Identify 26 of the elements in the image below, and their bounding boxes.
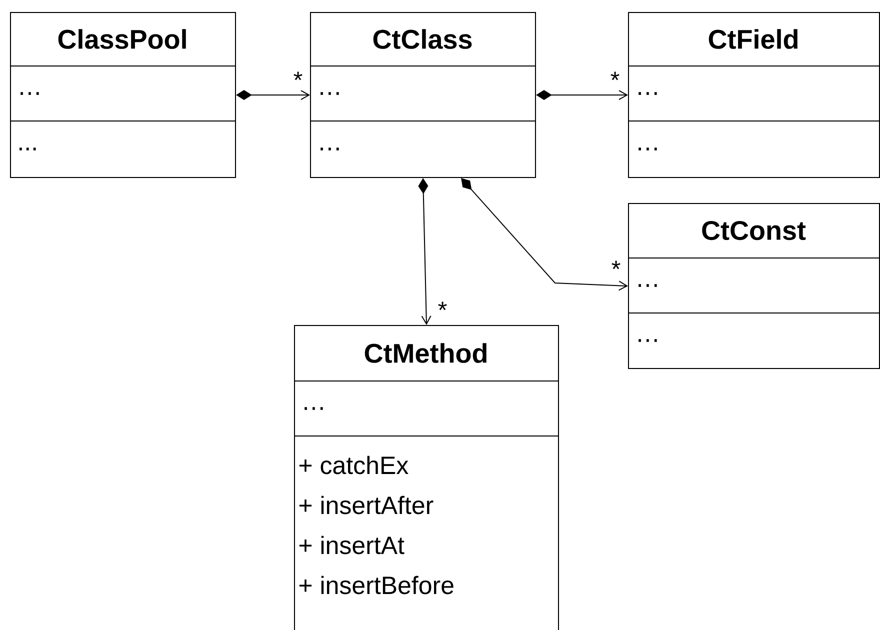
member-text: …: [320, 92, 339, 95]
multiplicity-label: *: [436, 300, 448, 320]
method-name: + catchEx: [299, 456, 408, 474]
member-text: …: [638, 339, 657, 342]
member-text: …: [304, 407, 323, 410]
composition-arrow: [536, 90, 628, 100]
class-name: CtClass: [373, 29, 472, 49]
multiplicity-label: *: [610, 260, 622, 278]
class-name: CtField: [708, 29, 798, 49]
multiplicity-label: *: [292, 70, 304, 90]
multiplicity-label: *: [609, 70, 621, 90]
member-text: …: [20, 92, 39, 95]
composition-arrow: [461, 178, 628, 291]
method-name: + insertAfter: [299, 496, 434, 514]
member-text: …: [638, 92, 657, 95]
composition-arrow: [236, 90, 310, 100]
member-text: …: [320, 148, 339, 150]
class-name: CtConst: [702, 220, 806, 240]
member-text: …: [638, 148, 657, 150]
method-name: + insertBefore: [299, 576, 454, 594]
class-name: CtMethod: [364, 343, 486, 363]
member-text: …: [638, 284, 657, 287]
composition-arrow: [418, 178, 432, 325]
class-name: ClassPool: [58, 29, 186, 49]
method-name: + insertAt: [299, 536, 404, 554]
member-text: ...: [20, 148, 36, 150]
